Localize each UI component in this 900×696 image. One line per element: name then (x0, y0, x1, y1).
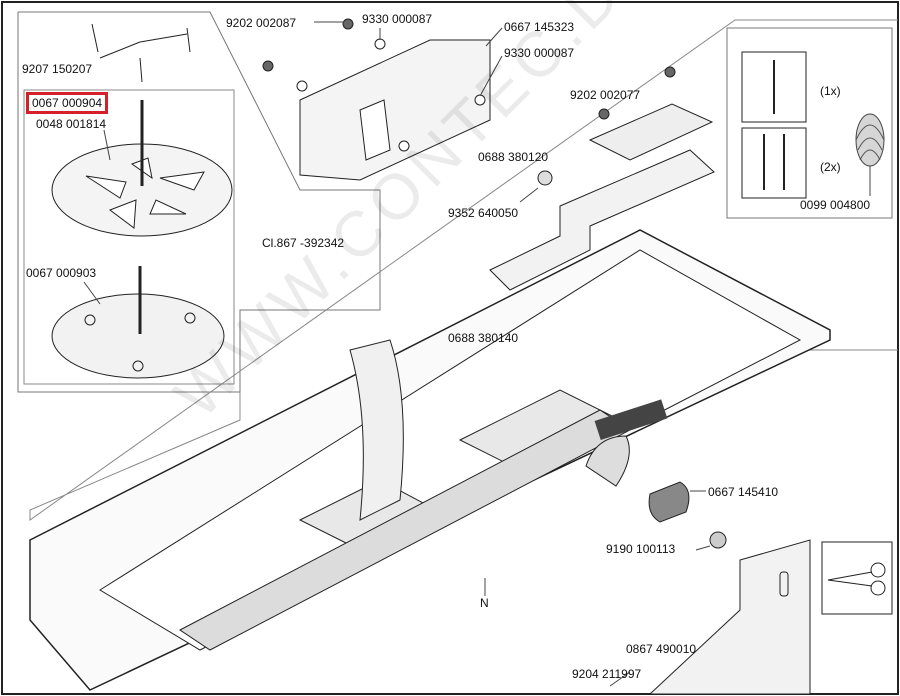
slotted-disc (51, 100, 233, 237)
scissors-box[interactable] (821, 541, 893, 615)
part-label-0667-145323[interactable]: 0667 145323 (504, 20, 575, 34)
needle-qty-double: (2x) (820, 160, 841, 174)
part-label-0099-004800[interactable]: 0099 004800 (800, 198, 871, 212)
leader-flat-disc (83, 281, 101, 305)
screws-and-washers (262, 18, 486, 152)
part-label-0067-000903[interactable]: 0067 000903 (26, 266, 97, 280)
class-reference-label: Cl.867 -392342 (262, 236, 345, 250)
leader-bracket (609, 671, 631, 687)
part-label-0688-380140[interactable]: 0688 380140 (448, 331, 519, 345)
part-label-0688-380120[interactable]: 0688 380120 (478, 150, 549, 164)
marker-n-label: N (480, 596, 489, 610)
tray-body (29, 229, 831, 691)
part-label-0667-145410[interactable]: 0667 145410 (708, 485, 779, 499)
clamp-bar (489, 149, 715, 291)
center-panel-outline (29, 19, 898, 521)
part-label-9204-211997[interactable]: 9204 211997 (572, 667, 642, 681)
needle-qty-single: (1x) (820, 84, 841, 98)
part-label-0867-490010[interactable]: 0867 490010 (626, 642, 697, 656)
flat-disc (51, 266, 225, 379)
scissors-icon (827, 562, 886, 596)
part-label-9207-150207[interactable]: 9207 150207 (22, 62, 93, 76)
needle-double-box (741, 127, 807, 199)
tray-clip (585, 399, 668, 487)
part-label-0067-000904[interactable]: 0067 000904 (25, 92, 109, 114)
plate-leaders (314, 21, 503, 97)
bracket-plate (648, 539, 811, 695)
part-label-9330-000087-a[interactable]: 9330 000087 (362, 12, 433, 26)
wood-screws-icon (91, 23, 191, 83)
clamp-plate-small (588, 66, 714, 161)
inset-panel-outline (17, 11, 381, 393)
spring-washer (537, 170, 553, 186)
needle-box (726, 27, 893, 219)
disc-panel-outline (23, 89, 235, 385)
leader-washer (519, 187, 539, 203)
tray-leaders (484, 490, 711, 596)
part-label-0048-001814[interactable]: 0048 001814 (36, 117, 107, 131)
part-label-9202-002087[interactable]: 9202 002087 (226, 16, 297, 30)
part-label-9190-100113[interactable]: 9190 100113 (606, 542, 676, 556)
cover-cap (648, 481, 727, 549)
part-label-9352-640050[interactable]: 9352 640050 (448, 206, 519, 220)
part-label-9330-000087-b[interactable]: 9330 000087 (504, 46, 575, 60)
angled-plate (299, 39, 491, 181)
part-label-9202-002077[interactable]: 9202 002077 (570, 88, 641, 102)
thread-cone-icon (855, 113, 885, 167)
leader-disc (103, 129, 111, 161)
